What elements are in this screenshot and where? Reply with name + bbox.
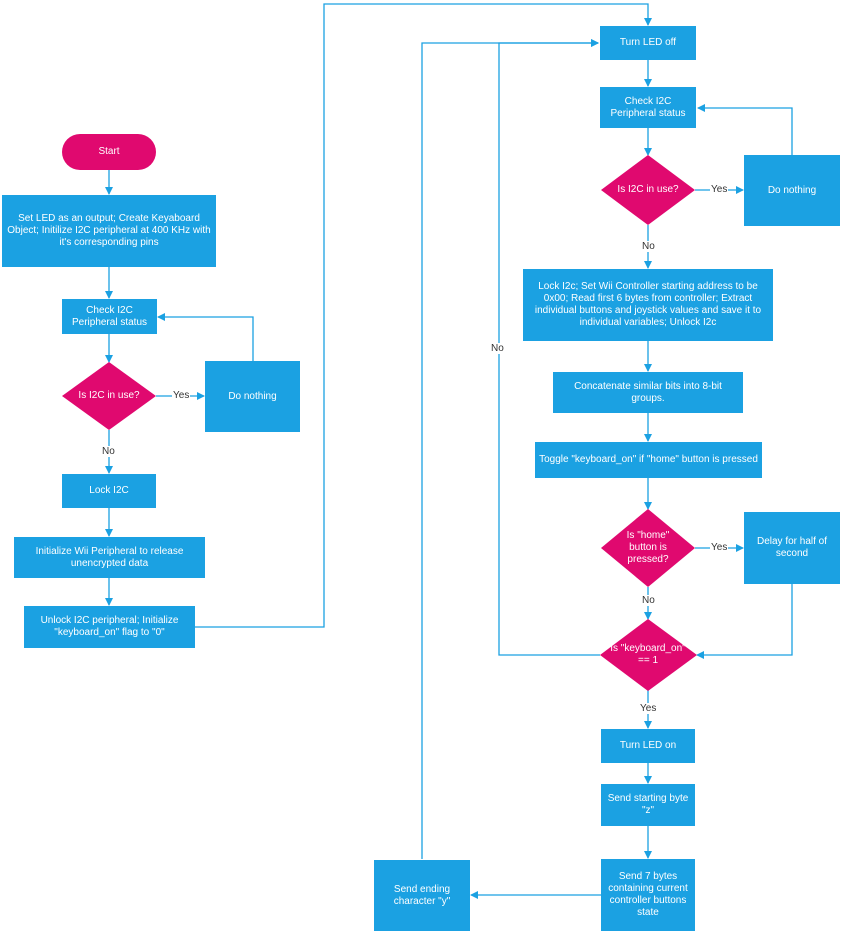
lock-i2c-process: Lock I2C	[62, 474, 156, 508]
decision-home-text: Is "home" button is pressed?	[626, 530, 670, 565]
decision-right-text: Is I2C in use?	[617, 184, 679, 195]
toggle-process: Toggle "keyboard_on" if "home" button is…	[535, 442, 762, 478]
start-node: Start	[62, 134, 156, 170]
send-bytes-process: Send 7 bytes containing current controll…	[601, 859, 695, 931]
init-process: Set LED as an output; Create Keyaboard O…	[2, 195, 216, 267]
do-nothing-left-text: Do nothing	[228, 390, 277, 402]
unlock-init-process: Unlock I2C peripheral; Initialize "keybo…	[24, 606, 195, 648]
label-yes-home: Yes	[710, 542, 729, 553]
decision-left-diamond	[62, 362, 156, 430]
turn-led-off: Turn LED off	[600, 26, 696, 60]
lock-read-process: Lock I2c; Set Wii Controller starting ad…	[523, 269, 773, 341]
label-no-kb: No	[490, 343, 505, 354]
label-no-home: No	[641, 595, 656, 606]
delay-text: Delay for half of second	[756, 536, 828, 559]
do-nothing-right-text: Do nothing	[767, 184, 817, 196]
unlock-init-text: Unlock I2C peripheral; Initialize "keybo…	[40, 615, 179, 638]
check-i2c-left: Check I2C Peripheral status	[62, 299, 157, 334]
connector-kb-no-loop	[498, 39, 600, 656]
connector-donothing-back-check	[157, 313, 254, 361]
connector-sendend-loop	[421, 39, 599, 859]
label-yes-left: Yes	[172, 390, 191, 401]
do-nothing-right: Do nothing	[744, 155, 840, 226]
connector-donothing-right-back	[697, 104, 793, 155]
send-start-process: Send starting byte "z"	[601, 784, 695, 826]
connector-unlock-to-ledoff	[195, 3, 652, 628]
concat-text: Concatenate similar bits into 8-bit grou…	[574, 380, 722, 404]
send-bytes-text: Send 7 bytes containing current controll…	[608, 871, 688, 918]
init-wii-text: Initialize Wii Peripheral to release une…	[35, 545, 184, 569]
turn-led-on-text: Turn LED on	[619, 740, 677, 751]
lock-i2c-text: Lock I2C	[89, 485, 129, 496]
send-end-text: Send ending character "y"	[393, 883, 451, 907]
do-nothing-left: Do nothing	[205, 361, 300, 432]
init-text: Set LED as an output; Create Keyaboard O…	[7, 213, 211, 248]
connector-delay-to-kb	[696, 584, 793, 659]
lock-read-text: Lock I2c; Set Wii Controller starting ad…	[534, 281, 762, 328]
decision-right-diamond	[601, 155, 695, 225]
turn-led-off-text: Turn LED off	[619, 37, 677, 48]
toggle-text: Toggle "keyboard_on" if "home" button is…	[539, 454, 758, 465]
concat-process: Concatenate similar bits into 8-bit grou…	[553, 372, 743, 413]
label-yes-right: Yes	[710, 184, 729, 195]
decision-home-diamond	[601, 509, 695, 587]
label-no-right: No	[641, 241, 656, 252]
label-no-left: No	[101, 446, 116, 457]
start-text: Start	[98, 146, 120, 157]
decision-kb-diamond	[600, 619, 697, 691]
decision-kb-text: Is "keyboard_on" == 1	[610, 643, 686, 666]
check-i2c-right-text: Check I2C Peripheral status	[610, 95, 686, 119]
delay-process: Delay for half of second	[744, 512, 840, 584]
label-yes-kb: Yes	[639, 703, 658, 714]
check-i2c-left-text: Check I2C Peripheral status	[71, 304, 148, 328]
send-end-process: Send ending character "y"	[374, 860, 470, 931]
decision-left-text: Is I2C in use?	[78, 390, 140, 401]
init-wii-process: Initialize Wii Peripheral to release une…	[14, 537, 205, 578]
turn-led-on: Turn LED on	[601, 729, 695, 763]
send-start-text: Send starting byte "z"	[607, 793, 689, 816]
check-i2c-right: Check I2C Peripheral status	[600, 87, 696, 128]
